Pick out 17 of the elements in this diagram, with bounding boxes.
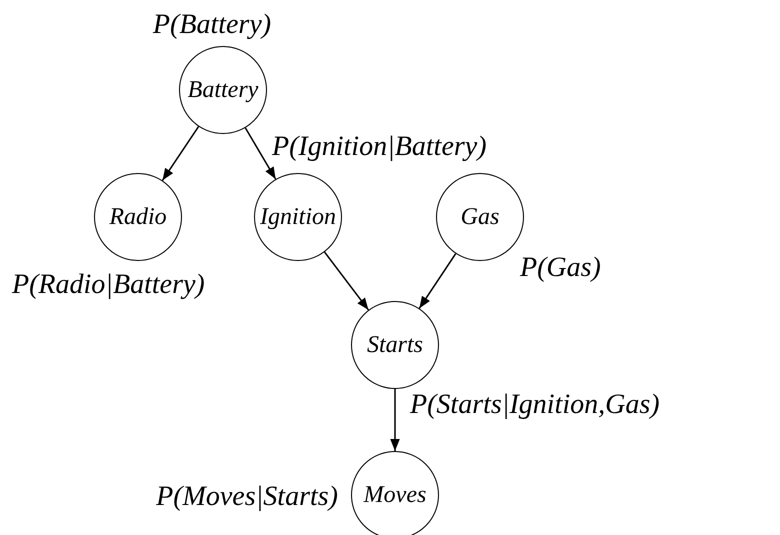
node-label: Radio — [109, 205, 167, 229]
probability-label: P(Gas) — [520, 252, 601, 284]
probability-label: P(Battery) — [152, 9, 272, 41]
probability-label: P(Starts|Ignition,Gas) — [410, 389, 660, 421]
arrow — [162, 126, 200, 181]
node-label: Starts — [366, 333, 423, 357]
probability-label: P(Ignition|Battery) — [272, 131, 487, 163]
node-label: Ignition — [260, 205, 336, 229]
node-label: Battery — [188, 78, 258, 102]
arrow — [390, 389, 400, 451]
node-label: Moves — [364, 483, 426, 507]
arrow — [418, 253, 456, 309]
probability-label: P(Moves|Starts) — [156, 481, 338, 513]
arrow — [244, 128, 276, 180]
arrow — [324, 252, 370, 310]
node-label: Gas — [460, 205, 500, 229]
probability-label: P(Radio|Battery) — [12, 269, 205, 301]
